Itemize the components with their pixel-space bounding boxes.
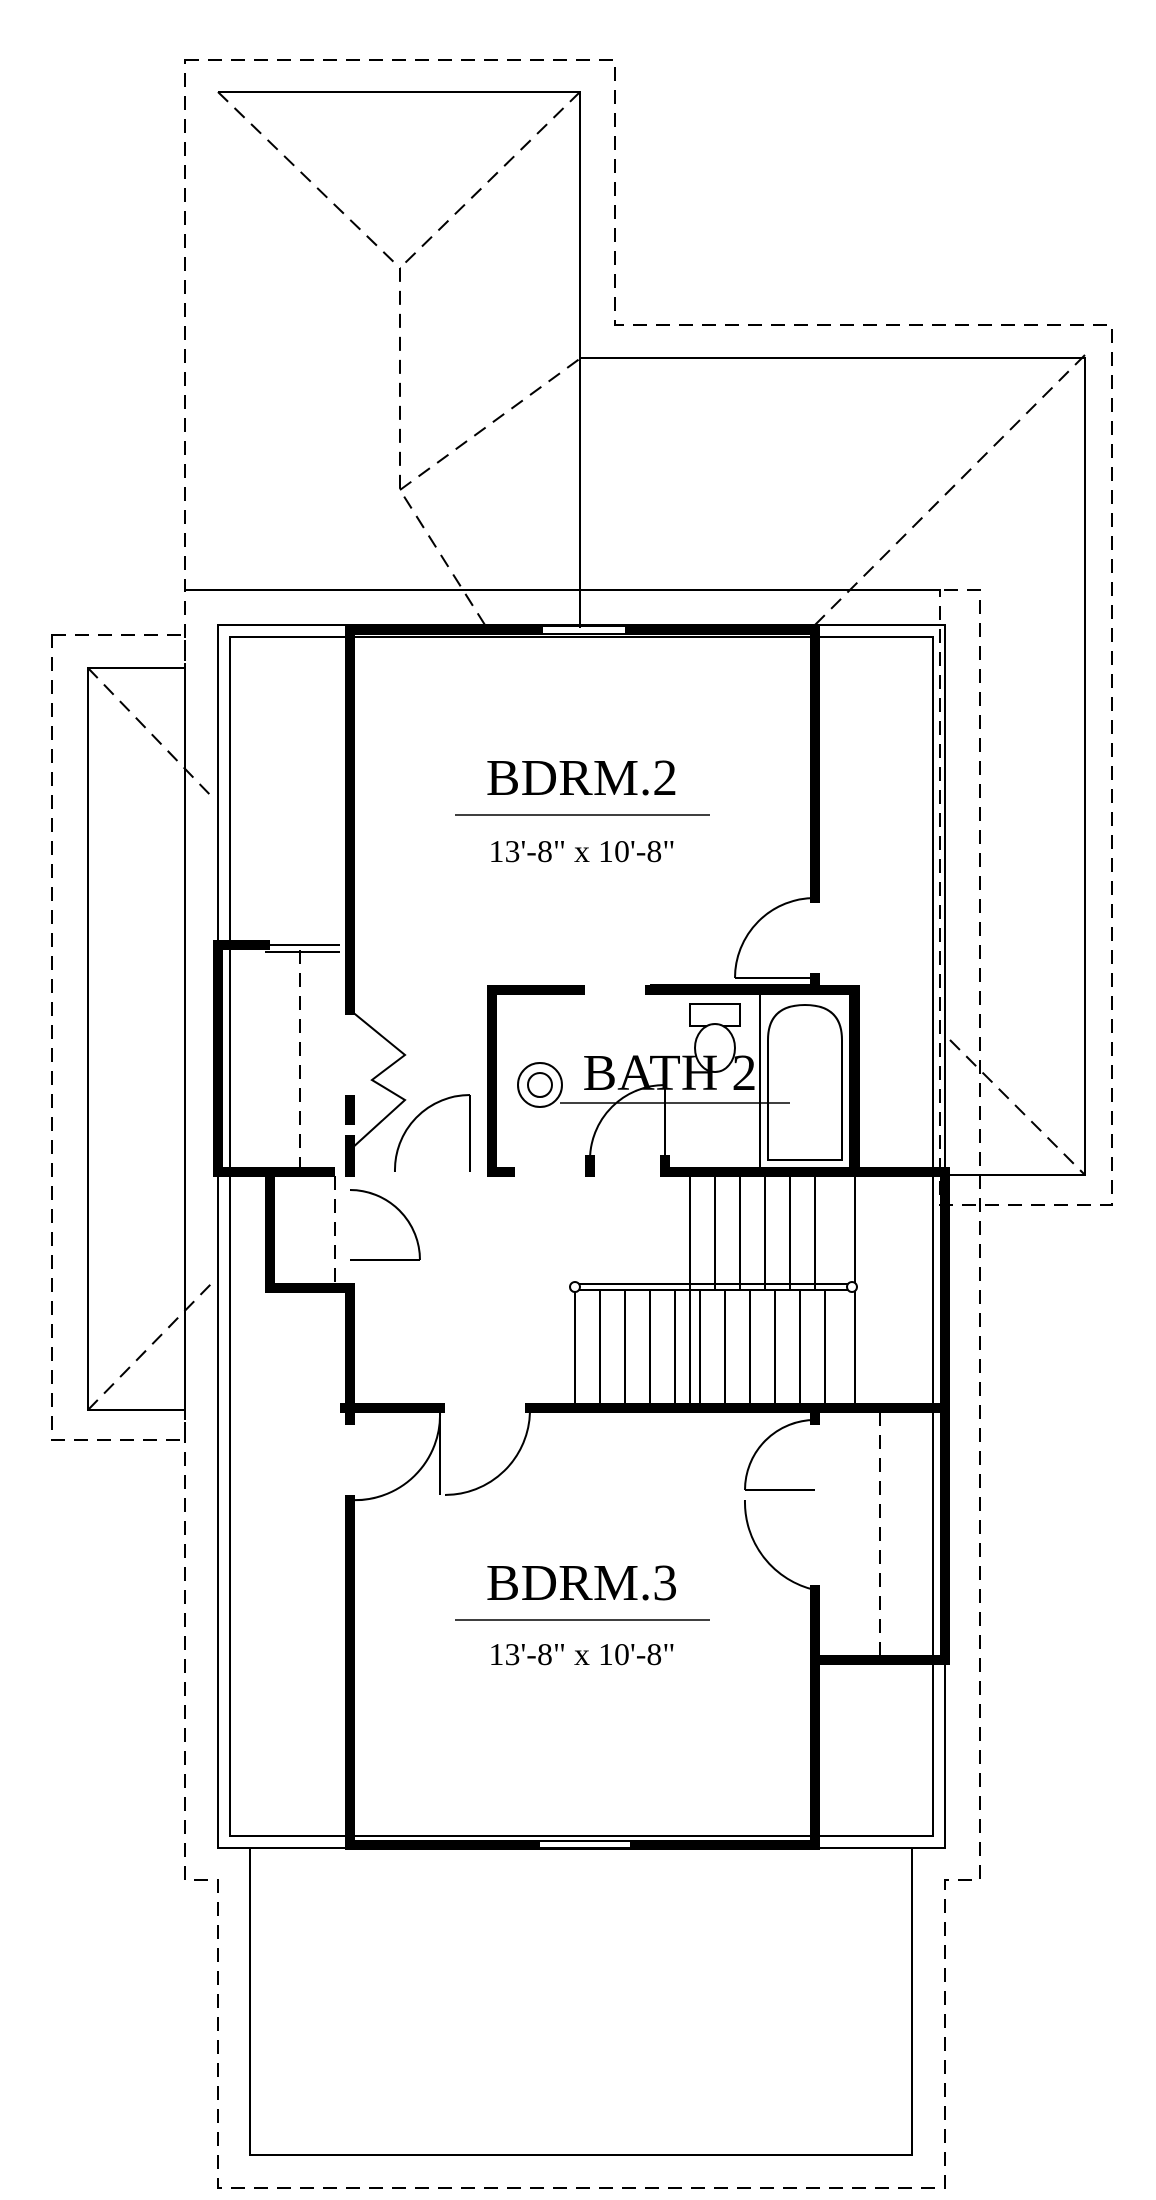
label-bdrm3: BDRM.3 13'-8" x 10'-8"	[455, 1555, 710, 1672]
bath-fixtures	[517, 984, 851, 1169]
label-bdrm2: BDRM.2 13'-8" x 10'-8"	[455, 750, 710, 869]
room-name-bdrm3: BDRM.3	[486, 1555, 678, 1612]
closet-shelves	[265, 944, 881, 1656]
walls	[213, 625, 950, 1850]
roof-outline-lower	[184, 589, 981, 2189]
room-dims-bdrm3: 13'-8" x 10'-8"	[489, 1636, 676, 1672]
room-name-bath2: BATH 2	[583, 1045, 758, 1102]
label-bath2: BATH 2	[560, 1045, 790, 1104]
roof-outline-upper	[184, 59, 1113, 1206]
window-bdrm2	[538, 625, 630, 635]
room-dims-bdrm2: 13'-8" x 10'-8"	[489, 833, 676, 869]
roof-outline-left-wing	[51, 634, 216, 1441]
window-bdrm3	[535, 1840, 635, 1850]
roof-edges	[218, 91, 1086, 1176]
doors	[349, 897, 816, 1591]
room-name-bdrm2: BDRM.2	[486, 750, 678, 807]
stairs	[569, 1175, 858, 1405]
